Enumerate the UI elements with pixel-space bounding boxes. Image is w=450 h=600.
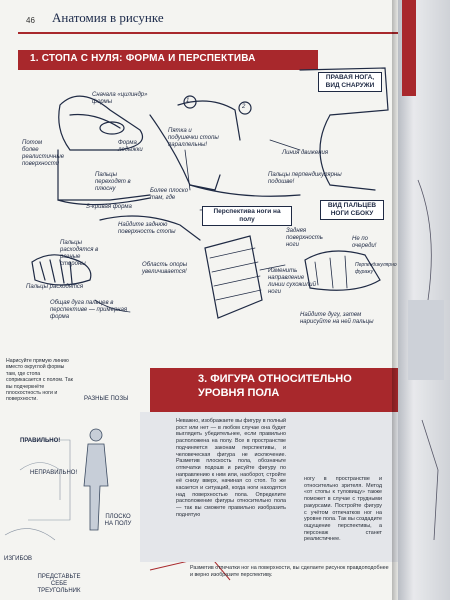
perspective-box: Перспектива ноги на полу	[202, 206, 292, 226]
note-toes-spread: Пальцы расходятся в разные стороны	[60, 240, 99, 267]
mannequin-head	[89, 428, 103, 442]
foot-sketch-toes	[31, 254, 92, 286]
left-panel-note: Нарисуйте прямую линию вместо округлой ф…	[6, 358, 73, 403]
note-support-area: Область опоры увеличивается!	[142, 262, 188, 275]
note-perp-toes: Пальцы перпендикулярны подошве!	[268, 172, 342, 185]
note-s-curve: S-кривая форма	[86, 204, 132, 210]
mannequin-body	[83, 443, 109, 531]
foot-sketch-top	[58, 95, 144, 151]
note-line-motion: Линия движения	[282, 150, 329, 156]
step-number-1: 1	[186, 98, 190, 104]
section3-panel	[140, 412, 398, 562]
note-not-queue: Не по очереди!	[352, 236, 377, 249]
page-gutter	[392, 0, 400, 600]
section1-banner	[18, 50, 318, 70]
note-back-surface: Задняя поверхность ноги	[286, 228, 323, 248]
label-wrong: НЕПРАВИЛЬНО!	[30, 470, 78, 476]
adjacent-page-banner	[402, 0, 416, 96]
side-toes-sketch	[304, 250, 381, 291]
label-bend: ИЗГИБОВ	[4, 556, 33, 562]
note-find-back: Найдите заднюю поверхность стопы	[118, 222, 176, 235]
right-leg-sketch	[299, 67, 389, 191]
label-triangle: ПРЕДСТАВЬТЕ СЕБЕ ТРЕУГОЛЬНИК	[37, 574, 81, 594]
book-title: Анатомия в рисунке	[52, 10, 164, 25]
note-left-more: Потом более реалистичные поверхности	[22, 140, 65, 167]
section3-column1: Неважно, изображаете вы фигуру в полный …	[176, 418, 286, 518]
right-leg-title: ПРАВАЯ НОГА, ВИД СНАРУЖИ	[318, 72, 382, 92]
header-rule	[18, 32, 398, 34]
adjacent-page-sketch	[408, 179, 444, 541]
section3-bottom-text: Разметив отпечатки ног на поверхности, в…	[190, 565, 389, 578]
section3-title: 3. ФИГУРА ОТНОСИТЕЛЬНО УРОВНЯ ПОЛА	[198, 373, 352, 399]
note-lower-form: Форма лодыжки	[118, 140, 143, 153]
step-number-2: 2	[242, 104, 246, 110]
adjacent-page	[398, 0, 450, 600]
note-perp: Перпендикулярно фуражу	[355, 262, 397, 275]
label-figure: РАЗНЫЕ ПОЗЫ	[84, 396, 129, 402]
side-toes-title: ВИД ПАЛЬЦЕВ НОГИ СБОКУ	[320, 200, 384, 220]
page-number: 46	[26, 16, 35, 25]
left-foot-sketch	[28, 439, 71, 521]
section3-column2: ногу в пространстве и относительно зрите…	[304, 476, 382, 543]
note-heel-pads: Пятка и подушечки стопы параллельны!	[168, 128, 219, 148]
note-change-dir: Изменить направление линии сухожилий ног…	[268, 268, 316, 295]
section1-title: 1. СТОПА С НУЛЯ: ФОРМА И ПЕРСПЕКТИВА	[30, 53, 256, 64]
foot-sketch-perspective	[204, 235, 263, 319]
label-flat: ПЛОСКО НА ПОЛУ	[104, 514, 132, 527]
foot-sketch-mid	[57, 149, 151, 201]
note-flatter: Более плоско там, где	[150, 188, 189, 201]
note-find-arc: Найдите дугу, затем нарисуйте на ней пал…	[300, 312, 374, 325]
foot-sketches	[4, 67, 389, 541]
section3-banner	[150, 368, 398, 412]
label-correct: ПРАВИЛЬНО!	[20, 438, 61, 444]
note-top-drum: Сначала «цилиндр» формы	[92, 92, 148, 105]
note-toes-spread2: Пальцы расходятся	[26, 284, 84, 290]
note-arc-toes: Общая дуга пальцев в перспективе — приме…	[50, 300, 128, 320]
book-page: 46 Анатомия в рисунке 1. СТОПА С НУЛЯ: Ф…	[0, 0, 398, 600]
note-toes-bend: Пальцы переходят в плюсну	[95, 172, 131, 192]
